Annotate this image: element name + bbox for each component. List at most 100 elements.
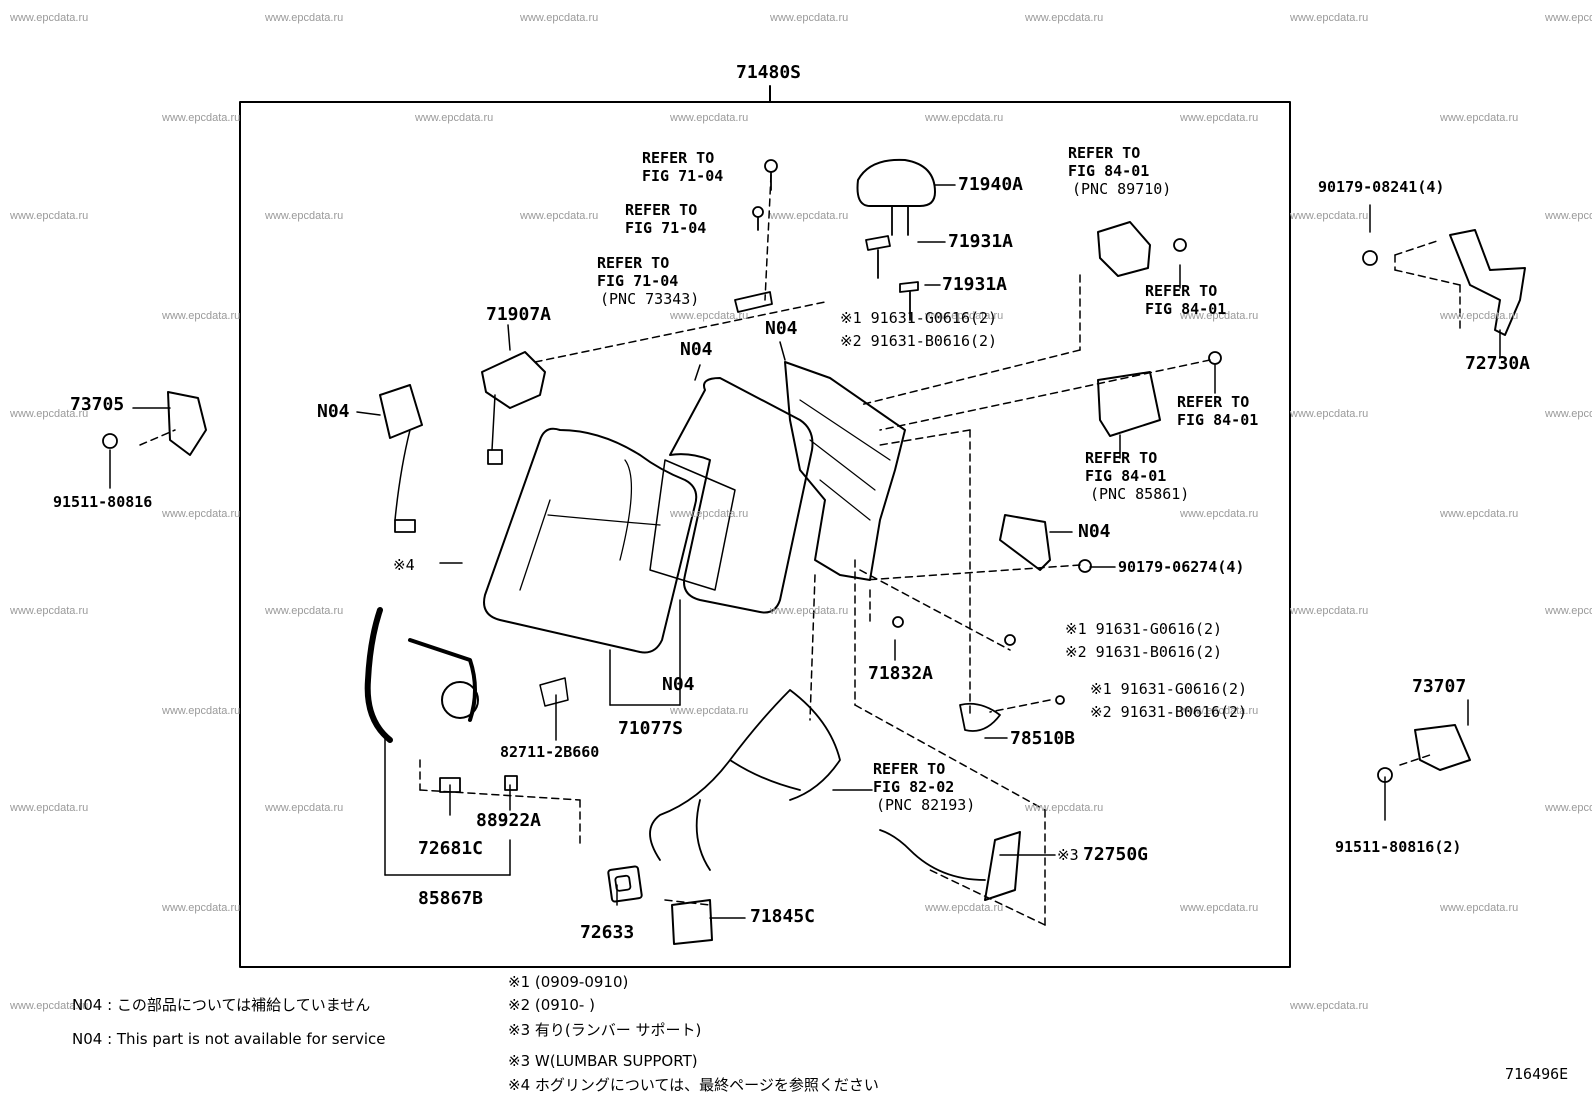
callout-label[interactable]: ※1 91631-G0616(2) [1065, 620, 1223, 638]
ecu-module-shape [1097, 221, 1151, 277]
bracket-73707-shape [1414, 724, 1471, 771]
seatback-cover-shape [669, 377, 814, 614]
refer-label[interactable]: REFER TO [597, 254, 670, 272]
part-label-71845c[interactable]: 71845C [750, 906, 816, 927]
bracket-72730a-shape [1449, 229, 1526, 336]
refer-label[interactable]: FIG 71-04 [642, 167, 724, 185]
refer-label[interactable]: FIG 84-01 [1068, 162, 1150, 180]
watermark: www.epcdata.ru [265, 210, 344, 222]
part-label-71931a[interactable]: 71931A [942, 274, 1008, 295]
refer-label[interactable]: FIG 84-01 [1145, 300, 1227, 318]
watermark: www.epcdata.ru [265, 802, 344, 814]
refer-label[interactable]: REFER TO [1068, 144, 1141, 162]
watermark: www.epcdata.ru [670, 310, 749, 322]
watermark: www.epcdata.ru [1440, 902, 1519, 914]
watermark: www.epcdata.ru [162, 508, 241, 520]
refer-label[interactable]: REFER TO [1145, 282, 1218, 300]
refer-label[interactable]: (PNC 89710) [1072, 180, 1172, 198]
refer-label[interactable]: (PNC 85861) [1090, 485, 1190, 503]
footnote-mark-3-en: ※3 W(LUMBAR SUPPORT) [508, 1052, 698, 1070]
callout-label[interactable]: ※3 [1057, 846, 1079, 864]
refer-label[interactable]: FIG 84-01 [1177, 411, 1259, 429]
refer-label[interactable]: FIG 84-01 [1085, 467, 1167, 485]
callout-label[interactable]: ※2 91631-B0616(2) [840, 332, 998, 350]
watermark: www.epcdata.ru [1180, 508, 1259, 520]
watermark: www.epcdata.ru [1290, 210, 1369, 222]
mark-4-label[interactable]: ※4 [393, 556, 415, 574]
part-label-90179-06274[interactable]: 90179-06274(4) [1118, 558, 1245, 576]
watermark: www.epcdata.ru [265, 12, 344, 24]
part-label-n04[interactable]: N04 [317, 401, 350, 422]
watermark: www.epcdata.ru [10, 408, 89, 420]
figure-code: 716496E [1505, 1065, 1569, 1083]
part-label-72681c[interactable]: 72681C [418, 838, 484, 859]
part-label-72633[interactable]: 72633 [580, 922, 635, 943]
part-label-88922a[interactable]: 88922A [476, 810, 542, 831]
part-label-assembly[interactable]: 71480S [736, 62, 802, 83]
part-label-n04[interactable]: N04 [662, 674, 695, 695]
part-label-91511-80816-2[interactable]: 91511-80816(2) [1335, 838, 1462, 856]
refer-label[interactable]: FIG 71-04 [625, 219, 707, 237]
watermark: www.epcdata.ru [770, 12, 849, 24]
refer-label[interactable]: FIG 71-04 [597, 272, 679, 290]
footnote-mark-1: ※1 (0909-0910) [508, 973, 629, 991]
support-shapes [865, 235, 919, 321]
refer-label[interactable]: (PNC 73343) [600, 290, 700, 308]
watermark: www.epcdata.ru [925, 902, 1004, 914]
watermark: www.epcdata.ru [1545, 605, 1592, 617]
refer-label[interactable]: REFER TO [1177, 393, 1250, 411]
part-label-73705[interactable]: 73705 [70, 394, 125, 415]
bracket-shape [167, 391, 207, 456]
part-label-71940a[interactable]: 71940A [958, 174, 1024, 195]
refer-label[interactable]: REFER TO [873, 760, 946, 778]
solid-leaders [109, 184, 1501, 919]
refer-label[interactable]: FIG 82-02 [873, 778, 955, 796]
refer-label[interactable]: REFER TO [625, 201, 698, 219]
watermark: www.epcdata.ru [1180, 310, 1259, 322]
seatback-cushion-shape [483, 427, 698, 654]
watermark: www.epcdata.ru [10, 12, 89, 24]
watermark: www.epcdata.ru [1290, 408, 1369, 420]
part-label-71832a[interactable]: 71832A [868, 663, 934, 684]
sensor-shape [379, 384, 423, 439]
part-label-82711-2b660[interactable]: 82711-2B660 [500, 743, 600, 761]
watermark: www.epcdata.ru [265, 605, 344, 617]
refer-label[interactable]: REFER TO [1085, 449, 1158, 467]
harness-shape [364, 607, 393, 743]
bracket-78510b-shape [959, 702, 1001, 732]
part-label-91511-80816[interactable]: 91511-80816 [53, 493, 153, 511]
footnote-mark-3-jp: ※3 有り(ランバー サポート) [508, 1021, 702, 1039]
pad-shape [649, 459, 736, 591]
assembly-frame [239, 101, 1291, 968]
part-label-n04[interactable]: N04 [680, 339, 713, 360]
watermark: www.epcdata.ru [1180, 705, 1259, 717]
part-label-n04[interactable]: N04 [1078, 521, 1111, 542]
part-label-72730a[interactable]: 72730A [1465, 353, 1531, 374]
part-label-71931a[interactable]: 71931A [948, 231, 1014, 252]
part-label-73707[interactable]: 73707 [1412, 676, 1467, 697]
headrest-shape [856, 158, 936, 236]
part-label-n04[interactable]: N04 [765, 318, 798, 339]
part-label-78510b[interactable]: 78510B [1010, 728, 1076, 749]
lumbar-shape [984, 831, 1021, 901]
part-label-71907a[interactable]: 71907A [486, 304, 552, 325]
callout-label[interactable]: ※1 91631-G0616(2) [840, 309, 998, 327]
footnote-mark-2: ※2 (0910- ) [508, 996, 595, 1014]
callout-label[interactable]: ※1 91631-G0616(2) [1090, 680, 1248, 698]
watermark: www.epcdata.ru [10, 1000, 89, 1012]
switch-shape [607, 865, 643, 903]
part-label-72750g[interactable]: 72750G [1083, 844, 1149, 865]
refer-label[interactable]: REFER TO [642, 149, 715, 167]
callout-label[interactable]: ※2 91631-B0616(2) [1065, 643, 1223, 661]
footnote-n04-jp: N04 : この部品については補給していません [72, 996, 371, 1014]
callout-label[interactable]: ※2 91631-B0616(2) [1090, 703, 1248, 721]
part-label-85867b[interactable]: 85867B [418, 888, 484, 909]
part-label-90179-08241[interactable]: 90179-08241(4) [1318, 178, 1445, 196]
screw-shapes [734, 159, 778, 313]
seatback-frame-shape [784, 361, 906, 581]
watermark: www.epcdata.ru [162, 902, 241, 914]
refer-label[interactable]: (PNC 82193) [876, 796, 976, 814]
watermark: www.epcdata.ru [10, 802, 89, 814]
part-label-71077s[interactable]: 71077S [618, 718, 684, 739]
